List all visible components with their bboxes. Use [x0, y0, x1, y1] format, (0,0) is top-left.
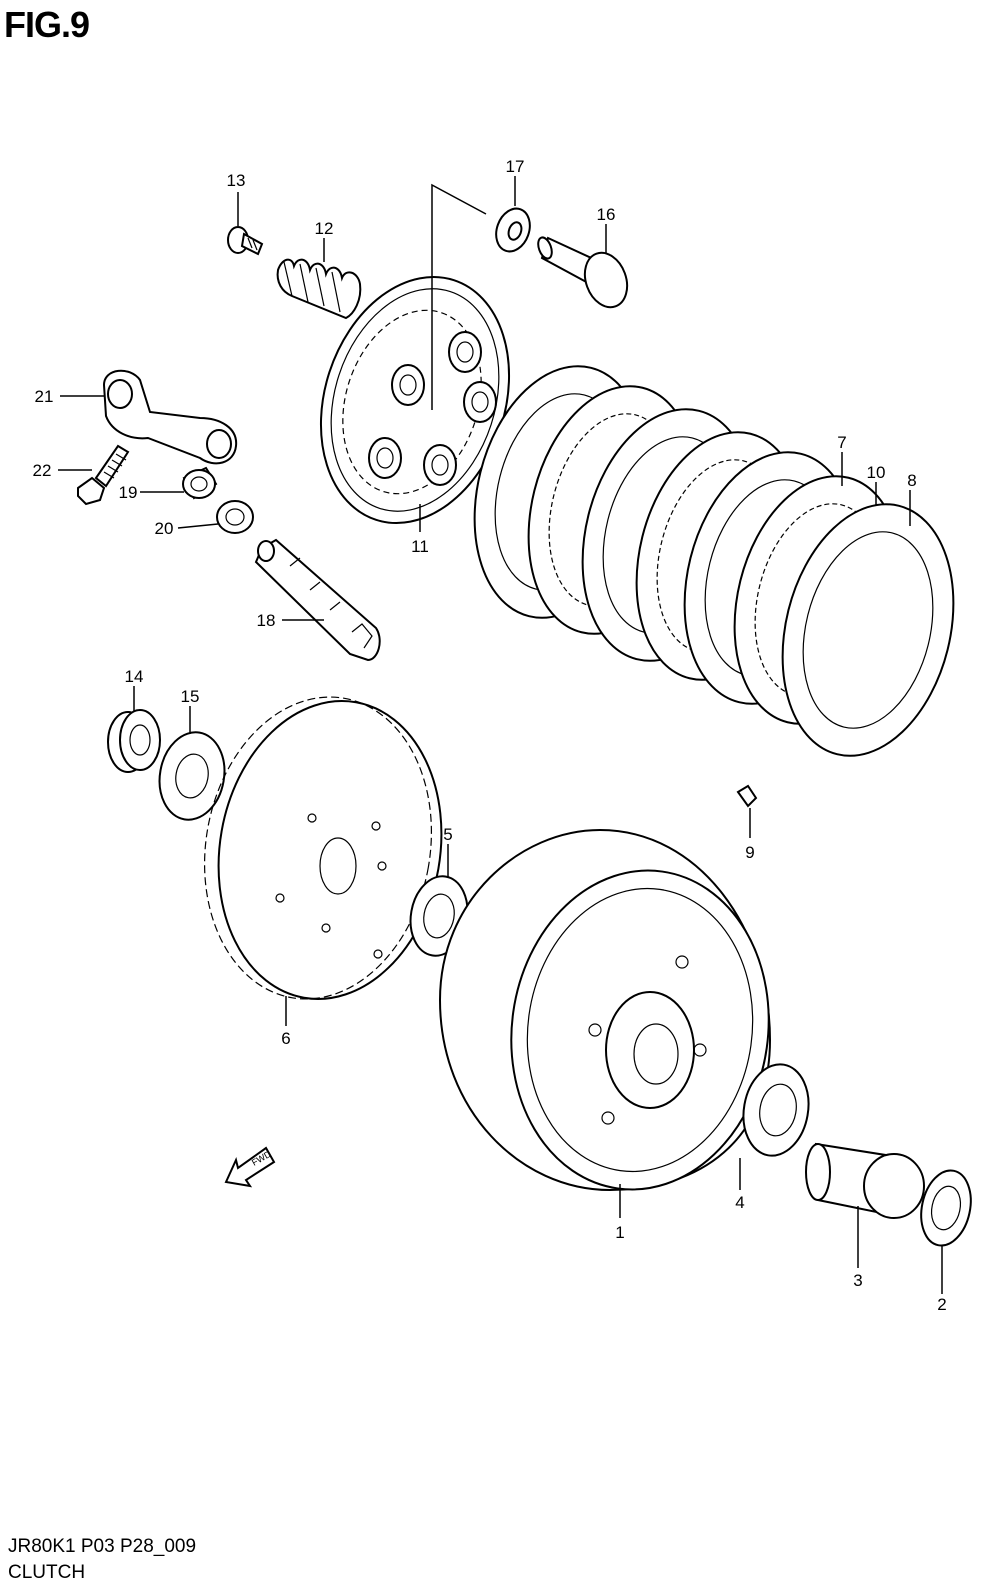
part-12-spring[interactable] — [276, 258, 362, 320]
part-19-bushing[interactable] — [182, 466, 218, 500]
part-3-spacer[interactable] — [805, 1142, 925, 1219]
leader-lines — [58, 176, 943, 1294]
label-part-1[interactable]: 1 — [615, 1223, 624, 1242]
part-20-washer[interactable] — [216, 500, 254, 534]
label-part-16[interactable]: 16 — [597, 205, 616, 224]
label-part-6[interactable]: 6 — [281, 1029, 290, 1048]
label-part-11[interactable]: 11 — [411, 537, 429, 556]
label-part-13[interactable]: 13 — [227, 171, 246, 190]
part-17-washer[interactable] — [490, 204, 535, 256]
label-part-9[interactable]: 9 — [745, 843, 754, 862]
label-part-7[interactable]: 7 — [837, 433, 846, 452]
part-9-clip[interactable] — [736, 784, 758, 808]
diagram-name: CLUTCH — [8, 1562, 86, 1583]
fwd-arrow-icon: FWD — [224, 1146, 276, 1188]
label-part-14[interactable]: 14 — [125, 667, 144, 686]
part-22-bolt[interactable] — [77, 444, 130, 506]
part-clutch-plate-stack[interactable] — [449, 348, 978, 774]
label-part-22[interactable]: 22 — [33, 461, 52, 480]
label-part-12[interactable]: 12 — [315, 219, 334, 238]
label-part-2[interactable]: 2 — [937, 1295, 946, 1314]
part-21-lever[interactable] — [102, 369, 238, 465]
label-part-19[interactable]: 19 — [119, 483, 138, 502]
part-2-washer[interactable] — [915, 1166, 978, 1250]
label-part-15[interactable]: 15 — [181, 687, 200, 706]
part-1-clutch-housing[interactable] — [438, 828, 789, 1206]
label-part-18[interactable]: 18 — [257, 611, 276, 630]
label-part-5[interactable]: 5 — [443, 825, 452, 844]
label-part-8[interactable]: 8 — [907, 471, 916, 490]
part-15-lock-washer[interactable] — [153, 727, 231, 825]
part-4-gear[interactable] — [736, 1059, 815, 1161]
label-part-21[interactable]: 21 — [35, 387, 54, 406]
leader-17-bracket — [431, 183, 487, 410]
label-part-20[interactable]: 20 — [155, 519, 174, 538]
label-part-4[interactable]: 4 — [735, 1193, 744, 1212]
label-part-10[interactable]: 10 — [867, 463, 886, 482]
part-11-pressure-plate[interactable] — [290, 252, 539, 547]
part-18-release-shaft[interactable] — [254, 538, 381, 662]
part-13-bolt[interactable] — [227, 226, 264, 256]
label-part-17[interactable]: 17 — [506, 157, 525, 176]
part-labels: 1 2 3 4 5 6 7 8 9 10 11 12 13 14 15 16 1… — [33, 157, 947, 1314]
figure-title: FIG.9 — [4, 4, 90, 45]
diagram-code: JR80K1 P03 P28_009 — [8, 1536, 197, 1557]
label-part-3[interactable]: 3 — [853, 1271, 862, 1290]
part-14-nut[interactable] — [107, 709, 161, 773]
part-16-pin[interactable] — [536, 236, 635, 314]
part-6-driven-gear[interactable] — [181, 679, 464, 1017]
